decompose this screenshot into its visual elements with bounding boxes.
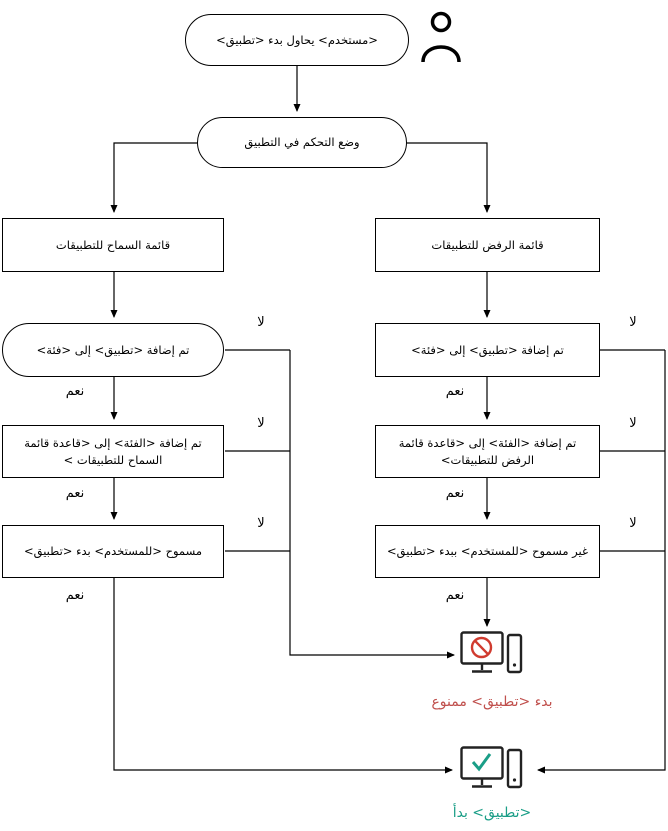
- node-allow-category-check: تم إضافة <تطبيق> إلى <فئة>: [2, 323, 224, 377]
- label-no: لا: [257, 516, 265, 531]
- label-no: لا: [257, 416, 265, 431]
- checkmark-icon: [471, 753, 492, 772]
- label-yes: نعم: [65, 588, 85, 603]
- node-deny-rule-check: تم إضافة <الفئة> إلى <قاعدة قائمة الرفض …: [375, 425, 600, 478]
- node-deny-category-check: تم إضافة <تطبيق> إلى <فئة>: [375, 323, 600, 377]
- blocked-result-text: بدء <تطبيق> ممنوع: [431, 694, 553, 710]
- node-denylist: قائمة الرفض للتطبيقات: [375, 218, 600, 272]
- label-yes: نعم: [65, 384, 85, 399]
- prohibition-icon: [470, 636, 493, 659]
- node-deny-user-check: غير مسموح <للمستخدم> ببدء <تطبيق>: [375, 525, 600, 578]
- node-control-mode: وضع التحكم في التطبيق: [197, 117, 407, 168]
- label-no: لا: [629, 315, 637, 330]
- started-result-text: <تطبيق> بدأ: [452, 805, 532, 821]
- label-yes: نعم: [445, 486, 465, 501]
- label-yes: نعم: [65, 486, 85, 501]
- person-icon: [421, 11, 461, 63]
- node-allowlist: قائمة السماح للتطبيقات: [2, 218, 224, 272]
- node-user-starts-app: <مستخدم> يحاول بدء <تطبيق>: [185, 14, 409, 66]
- label-no: لا: [629, 516, 637, 531]
- label-no: لا: [257, 315, 265, 330]
- label-yes: نعم: [445, 384, 465, 399]
- node-allow-rule-check: تم إضافة <الفئة> إلى <قاعدة قائمة السماح…: [2, 425, 224, 478]
- label-no: لا: [629, 416, 637, 431]
- node-allow-user-check: مسموح <للمستخدم> بدء <تطبيق>: [2, 525, 224, 578]
- label-yes: نعم: [445, 588, 465, 603]
- started-computer-icon: [460, 746, 523, 789]
- blocked-computer-icon: [460, 631, 523, 674]
